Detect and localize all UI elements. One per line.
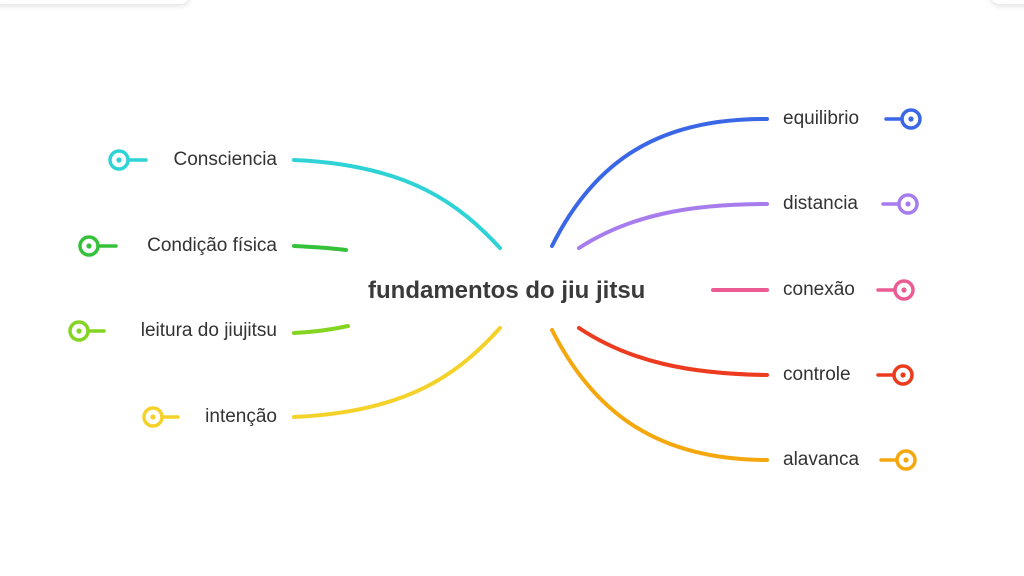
edge-equilibrio [550, 116, 769, 248]
edge-intencao [292, 326, 502, 419]
mindmap-central-topic[interactable]: fundamentos do jiu jitsu [368, 277, 646, 304]
edge-controle [577, 326, 769, 377]
collapse-toggle-icon[interactable] [68, 320, 106, 342]
collapse-toggle-icon[interactable] [881, 193, 919, 215]
edge-leitura-do-jiujitsu [292, 324, 350, 335]
topic-controle[interactable]: controle [783, 364, 851, 385]
topic-alavanca[interactable]: alavanca [783, 449, 860, 470]
topic-condicao-fisica[interactable]: Condição física [147, 235, 277, 256]
top-left-panel-edge [0, 0, 190, 4]
topic-intencao[interactable]: intenção [205, 406, 277, 427]
edge-alavanca [550, 328, 769, 462]
top-right-panel-edge [990, 0, 1024, 4]
edge-condicao-fisica [292, 244, 348, 252]
collapse-toggle-icon[interactable] [108, 149, 148, 171]
topic-conexao[interactable]: conexão [783, 279, 855, 300]
edge-consciencia [292, 158, 502, 250]
topic-leitura-do-jiujitsu[interactable]: leitura do jiujitsu [140, 320, 277, 341]
collapse-toggle-icon[interactable] [876, 279, 915, 301]
topic-consciencia[interactable]: Consciencia [173, 149, 278, 170]
collapse-toggle-icon[interactable] [142, 406, 180, 428]
edge-distancia [577, 202, 769, 250]
collapse-toggle-icon[interactable] [884, 108, 922, 130]
topic-distancia[interactable]: distancia [783, 193, 858, 214]
collapse-toggle-icon[interactable] [78, 235, 118, 257]
topic-equilibrio[interactable]: equilibrio [783, 108, 860, 129]
collapse-toggle-icon[interactable] [876, 364, 914, 386]
collapse-toggle-icon[interactable] [879, 449, 917, 471]
